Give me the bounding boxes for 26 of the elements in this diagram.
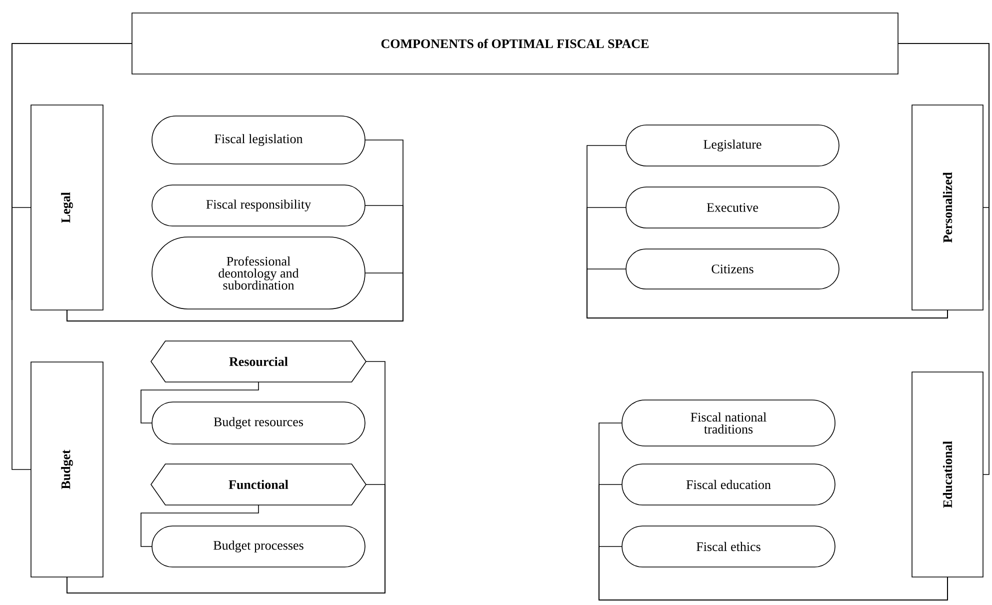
connector-line <box>66 272 404 322</box>
connector-line <box>598 546 948 600</box>
rounded-box: Fiscal national traditions <box>622 400 836 446</box>
rounded-box: Budget resources <box>152 402 366 444</box>
rounded-box: Citizens <box>626 248 840 290</box>
connector-line <box>66 484 386 594</box>
connector-line <box>140 382 259 424</box>
rounded-box: Professional deontology and subordination <box>152 236 366 310</box>
title-box: COMPONENTS of OPTIMAL FISCAL SPACE <box>132 12 898 74</box>
category-box: Educational <box>912 372 984 578</box>
rounded-box: Fiscal education <box>622 464 836 506</box>
connector-line <box>898 43 990 475</box>
hexagon-box: Resourcial <box>150 340 366 382</box>
rounded-box: Budget processes <box>152 526 366 568</box>
hexagon-box: Functional <box>150 464 366 506</box>
rounded-box: Fiscal legislation <box>152 116 366 164</box>
connector-line <box>586 268 948 318</box>
category-box: Budget <box>30 362 104 578</box>
category-box: Personalized <box>912 104 984 310</box>
rounded-box: Legislature <box>626 124 840 166</box>
category-box: Legal <box>30 104 104 310</box>
rounded-box: Fiscal responsibility <box>152 184 366 226</box>
rounded-box: Executive <box>626 186 840 228</box>
connector-line <box>12 43 132 470</box>
rounded-box: Fiscal ethics <box>622 526 836 568</box>
connector-line <box>140 504 259 547</box>
